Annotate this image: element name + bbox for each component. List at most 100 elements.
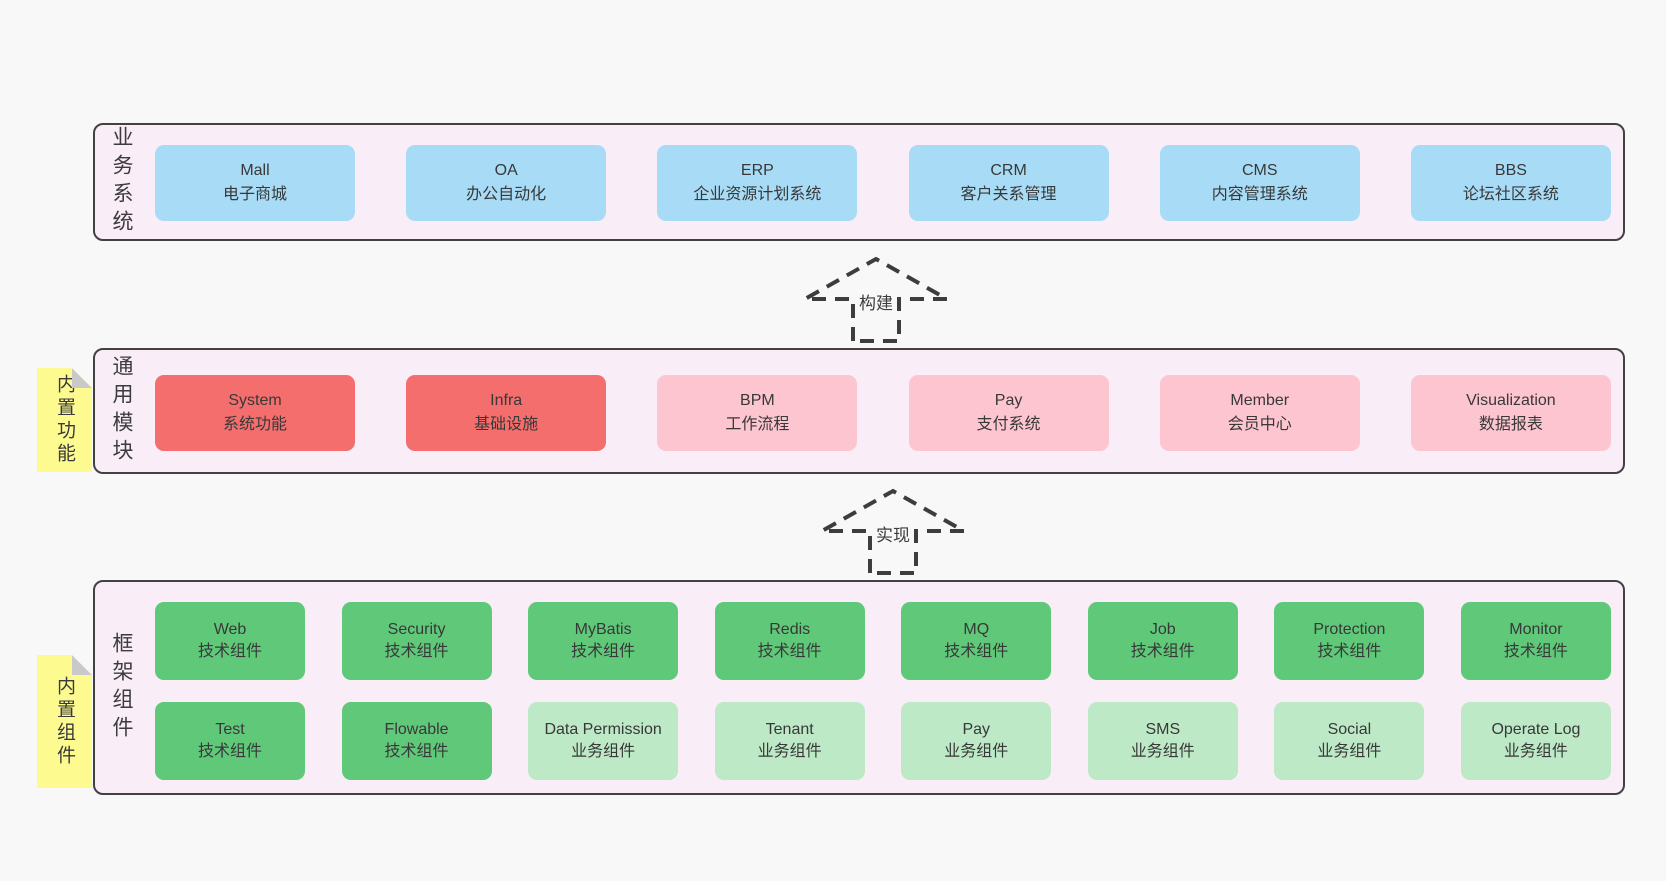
note-text: 内置功能 [54,374,75,466]
box-title: Member [1230,392,1290,409]
box-subtitle: 技术组件 [197,743,262,760]
box-title: Data Permission [544,720,662,738]
box-title: BPM [740,392,775,409]
box-subtitle: 系统功能 [222,416,287,433]
box-bbs: BBS 论坛社区系统 [1410,145,1611,221]
box-title: Tenant [765,720,814,738]
box-title: BBS [1494,162,1527,179]
components-row-1: Web 技术组件 Security 技术组件 MyBatis 技术组件 Redi… [155,602,1611,680]
box-security: Security 技术组件 [341,602,492,680]
implement-arrow-label: 实现 [872,520,914,547]
framework-components-layer: 框架组件 Web 技术组件 Security 技术组件 MyBatis 技术组件… [93,580,1625,795]
box-title: ERP [740,162,774,179]
box-data-permission: Data Permission 业务组件 [528,702,679,780]
box-subtitle: 业务组件 [1130,743,1195,760]
box-subtitle: 技术组件 [944,643,1009,660]
business-systems-layer: 业务系统 Mall 电子商城 OA 办公自动化 ERP 企业资源计划系统 CRM… [93,123,1625,241]
note-text: 内置组件 [54,675,75,768]
modules-boxes-row: System 系统功能 Infra 基础设施 BPM 工作流程 Pay 支付系统… [155,375,1611,451]
note-fold-corner-icon [72,368,92,388]
box-subtitle: 数据报表 [1478,416,1543,433]
box-title: Monitor [1509,620,1563,638]
box-web: Web 技术组件 [155,602,305,680]
box-title: CRM [990,162,1027,179]
box-subtitle: 论坛社区系统 [1462,186,1559,203]
box-subtitle: 业务组件 [757,743,822,760]
box-subtitle: 业务组件 [944,743,1009,760]
dashed-up-arrow-icon [801,256,951,343]
box-subtitle: 办公自动化 [466,186,547,203]
box-subtitle: 支付系统 [976,416,1041,433]
box-subtitle: 技术组件 [757,643,822,660]
box-subtitle: 基础设施 [474,416,539,433]
dashed-up-arrow-icon [818,488,968,575]
box-title: CMS [1241,162,1278,179]
box-redis: Redis 技术组件 [714,602,865,680]
box-system: System 系统功能 [155,375,355,451]
box-bpm: BPM 工作流程 [657,375,858,451]
box-title: Visualization [1466,392,1556,409]
box-title: Pay [962,720,991,738]
box-job: Job 技术组件 [1087,602,1238,680]
box-title: System [228,392,282,409]
box-crm: CRM 客户关系管理 [908,145,1109,221]
box-title: Pay [994,392,1023,409]
box-title: Security [387,620,446,638]
box-test: Test 技术组件 [155,702,305,780]
box-title: MQ [963,620,990,638]
box-subtitle: 技术组件 [1130,643,1195,660]
box-title: Social [1327,720,1372,738]
box-subtitle: 技术组件 [384,743,449,760]
box-subtitle: 技术组件 [197,643,262,660]
box-title: Web [213,620,247,638]
box-subtitle: 业务组件 [1317,743,1382,760]
box-subtitle: 电子商城 [222,186,287,203]
implement-arrow: 实现 [818,487,968,575]
box-mall: Mall 电子商城 [155,145,355,221]
box-monitor: Monitor 技术组件 [1460,602,1611,680]
box-title: Protection [1313,620,1386,638]
box-pay-module: Pay 支付系统 [908,375,1109,451]
note-fold-corner-icon [72,655,92,675]
box-title: Mall [240,162,270,179]
build-arrow-label: 构建 [855,288,897,315]
box-title: Test [215,720,245,738]
box-title: Flowable [384,720,449,738]
box-subtitle: 技术组件 [1317,643,1382,660]
build-arrow: 构建 [801,255,951,343]
box-title: Redis [769,620,811,638]
box-subtitle: 会员中心 [1227,416,1292,433]
box-visualization: Visualization 数据报表 [1410,375,1611,451]
box-subtitle: 企业资源计划系统 [693,186,822,203]
layer-label-modules: 通用模块 [110,355,133,467]
components-row-2: Test 技术组件 Flowable 技术组件 Data Permission … [155,702,1611,780]
box-mybatis: MyBatis 技术组件 [528,602,679,680]
box-erp: ERP 企业资源计划系统 [657,145,858,221]
box-social: Social 业务组件 [1274,702,1425,780]
box-subtitle: 工作流程 [725,416,790,433]
layer-label-business: 业务系统 [110,126,133,238]
box-operate-log: Operate Log 业务组件 [1460,702,1611,780]
box-subtitle: 内容管理系统 [1211,186,1308,203]
box-sms: SMS 业务组件 [1087,702,1238,780]
builtin-components-note: 内置组件 [37,655,92,788]
box-pay-component: Pay 业务组件 [901,702,1052,780]
box-mq: MQ 技术组件 [901,602,1052,680]
box-protection: Protection 技术组件 [1274,602,1425,680]
box-title: Operate Log [1491,720,1581,738]
layer-label-components: 框架组件 [110,631,133,744]
box-title: Infra [490,392,523,409]
box-subtitle: 客户关系管理 [960,186,1057,203]
box-cms: CMS 内容管理系统 [1159,145,1360,221]
box-oa: OA 办公自动化 [406,145,607,221]
box-subtitle: 技术组件 [571,643,636,660]
box-member: Member 会员中心 [1159,375,1360,451]
builtin-features-note: 内置功能 [37,368,92,472]
common-modules-layer: 通用模块 System 系统功能 Infra 基础设施 BPM 工作流程 Pay… [93,348,1625,474]
box-flowable: Flowable 技术组件 [341,702,492,780]
box-title: MyBatis [574,620,632,638]
box-title: Job [1149,620,1176,638]
business-boxes-row: Mall 电子商城 OA 办公自动化 ERP 企业资源计划系统 CRM 客户关系… [155,145,1611,221]
box-subtitle: 技术组件 [1503,643,1568,660]
box-title: SMS [1145,720,1181,738]
